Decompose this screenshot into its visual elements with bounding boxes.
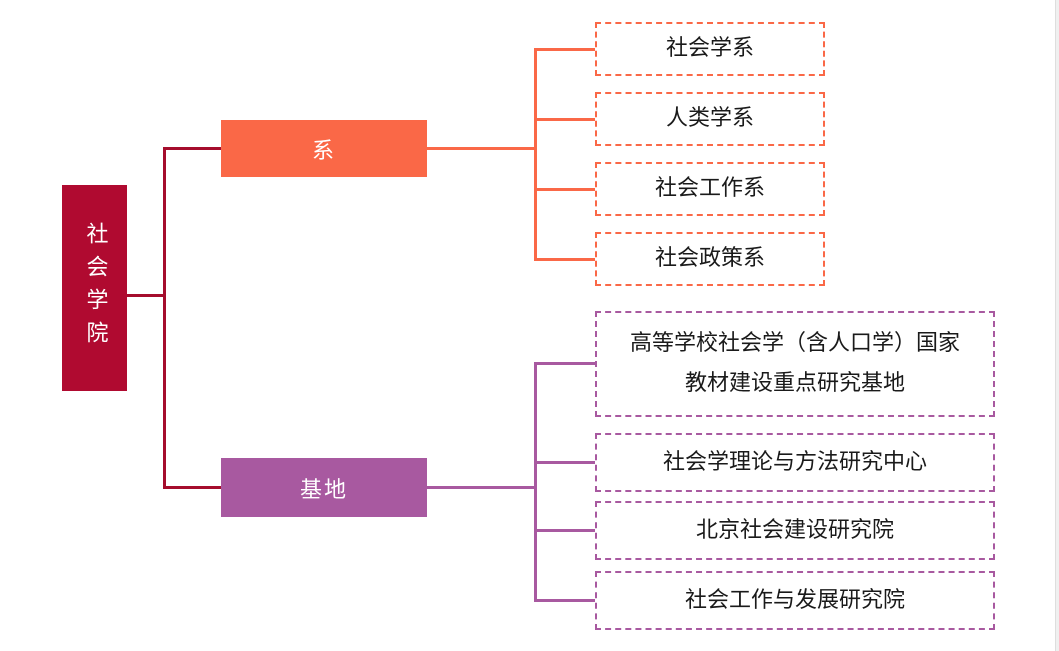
leaf-label: 社会政策系 <box>654 246 765 272</box>
leaf-node-department-4: 社会政策系 <box>595 232 825 286</box>
connector-root-horizontal <box>127 294 166 297</box>
leaf-label: 社会学理论与方法研究中心 <box>662 449 927 475</box>
leaf-label: 社会工作与发展研究院 <box>684 587 905 613</box>
leaf-label: 北京社会建设研究院 <box>695 517 894 543</box>
connector-departments-leaf-2 <box>534 118 595 121</box>
connector-bases-leaf-1 <box>534 362 595 365</box>
branch-node-departments: 系 <box>221 120 427 177</box>
leaf-label: 社会工作系 <box>654 176 765 202</box>
connector-departments-leaf-4 <box>534 258 595 261</box>
leaf-node-base-2: 社会学理论与方法研究中心 <box>595 433 995 492</box>
connector-departments-leaf-1 <box>534 48 595 51</box>
leaf-label: 高等学校社会学（含人口学）国家教材建设重点研究基地 <box>629 331 960 396</box>
leaf-label: 人类学系 <box>665 106 754 132</box>
connector-bases-trunk <box>534 362 537 602</box>
connector-bases-leaf-4 <box>534 599 595 602</box>
leaf-node-department-3: 社会工作系 <box>595 162 825 216</box>
branch-node-departments-label: 系 <box>311 138 336 164</box>
leaf-node-base-4: 社会工作与发展研究院 <box>595 571 995 630</box>
root-node: 社会学院 <box>62 185 127 391</box>
connector-bases-horizontal <box>427 486 537 489</box>
connector-bases-leaf-2 <box>534 461 595 464</box>
leaf-node-base-3: 北京社会建设研究院 <box>595 501 995 560</box>
connector-root-to-departments <box>166 147 221 150</box>
branch-node-bases: 基地 <box>221 458 427 517</box>
connector-departments-trunk <box>534 48 537 261</box>
leaf-node-base-1: 高等学校社会学（含人口学）国家教材建设重点研究基地 <box>595 311 995 417</box>
page-edge-strip <box>1055 0 1059 651</box>
connector-root-trunk <box>163 147 166 489</box>
connector-departments-leaf-3 <box>534 188 595 191</box>
connector-root-to-bases <box>166 486 221 489</box>
connector-bases-leaf-3 <box>534 529 595 532</box>
leaf-node-department-1: 社会学系 <box>595 22 825 76</box>
root-node-label: 社会学院 <box>82 222 108 354</box>
leaf-node-department-2: 人类学系 <box>595 92 825 146</box>
leaf-label: 社会学系 <box>665 36 754 62</box>
branch-node-bases-label: 基地 <box>299 477 348 503</box>
connector-departments-horizontal <box>427 147 537 150</box>
